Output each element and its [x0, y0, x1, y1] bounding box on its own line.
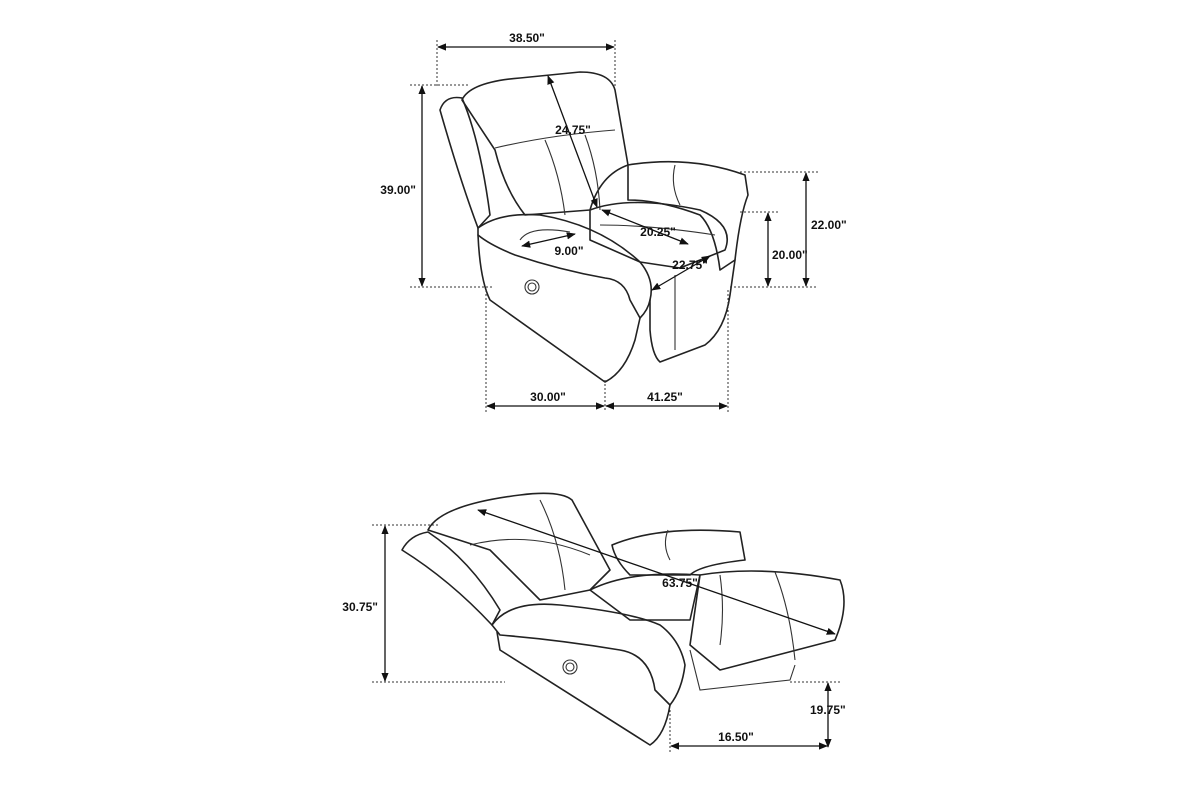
- label-depth-extended: 41.25": [647, 390, 683, 404]
- label-seat-width: 20.25": [640, 225, 676, 239]
- upright-dimension-lines: [410, 40, 818, 412]
- label-seat-height: 20.00": [772, 248, 808, 262]
- label-reclined-length: 63.75": [662, 576, 698, 590]
- reclined-dimension-labels: 30.75" 63.75" 19.75" 16.50": [342, 576, 845, 744]
- label-height: 39.00": [380, 183, 416, 197]
- label-seat-depth: 22.75": [672, 258, 708, 272]
- label-footrest-extension: 16.50": [718, 730, 754, 744]
- label-width: 38.50": [509, 31, 545, 45]
- reclined-recliner-drawing: [401, 492, 845, 746]
- reclined-dimension-lines: [372, 509, 840, 752]
- label-depth: 30.00": [530, 390, 566, 404]
- label-footrest-height: 19.75": [810, 703, 846, 717]
- label-reclined-height: 30.75": [342, 600, 378, 614]
- upright-dimension-labels: 38.50" 39.00" 24.75" 20.25" 9.00" 22.75"…: [380, 31, 846, 404]
- label-arm-width: 9.00": [554, 244, 583, 258]
- label-arm-height: 22.00": [811, 218, 847, 232]
- upright-recliner-drawing: [439, 71, 749, 383]
- label-back-height: 24.75": [555, 123, 591, 137]
